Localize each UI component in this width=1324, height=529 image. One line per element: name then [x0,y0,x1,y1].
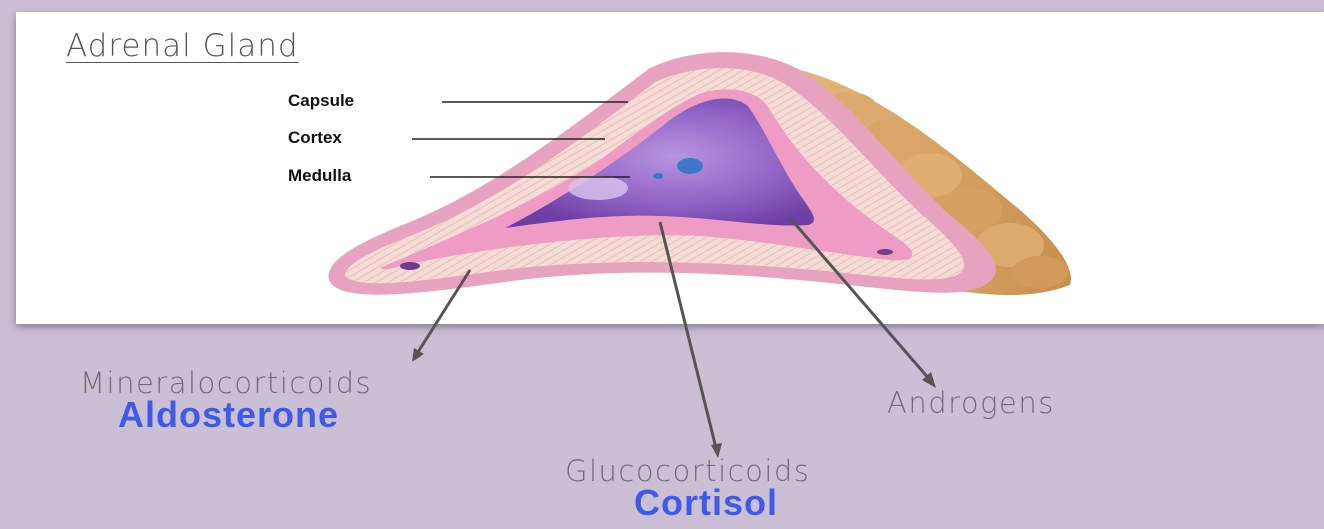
vessel-left [400,262,420,270]
cortex-label: Cortex [288,128,342,148]
vessel-right [877,249,893,255]
vessel-small [653,173,663,179]
medulla-label: Medulla [288,166,351,186]
diagram-title: Adrenal Gland [66,28,299,64]
vessel-large [677,158,703,174]
aldosterone-label: Aldosterone [118,394,339,436]
medulla-highlight [568,176,628,200]
androgens-label: Androgens [887,386,1055,420]
cortisol-label: Cortisol [634,482,778,524]
capsule-label: Capsule [288,91,354,111]
